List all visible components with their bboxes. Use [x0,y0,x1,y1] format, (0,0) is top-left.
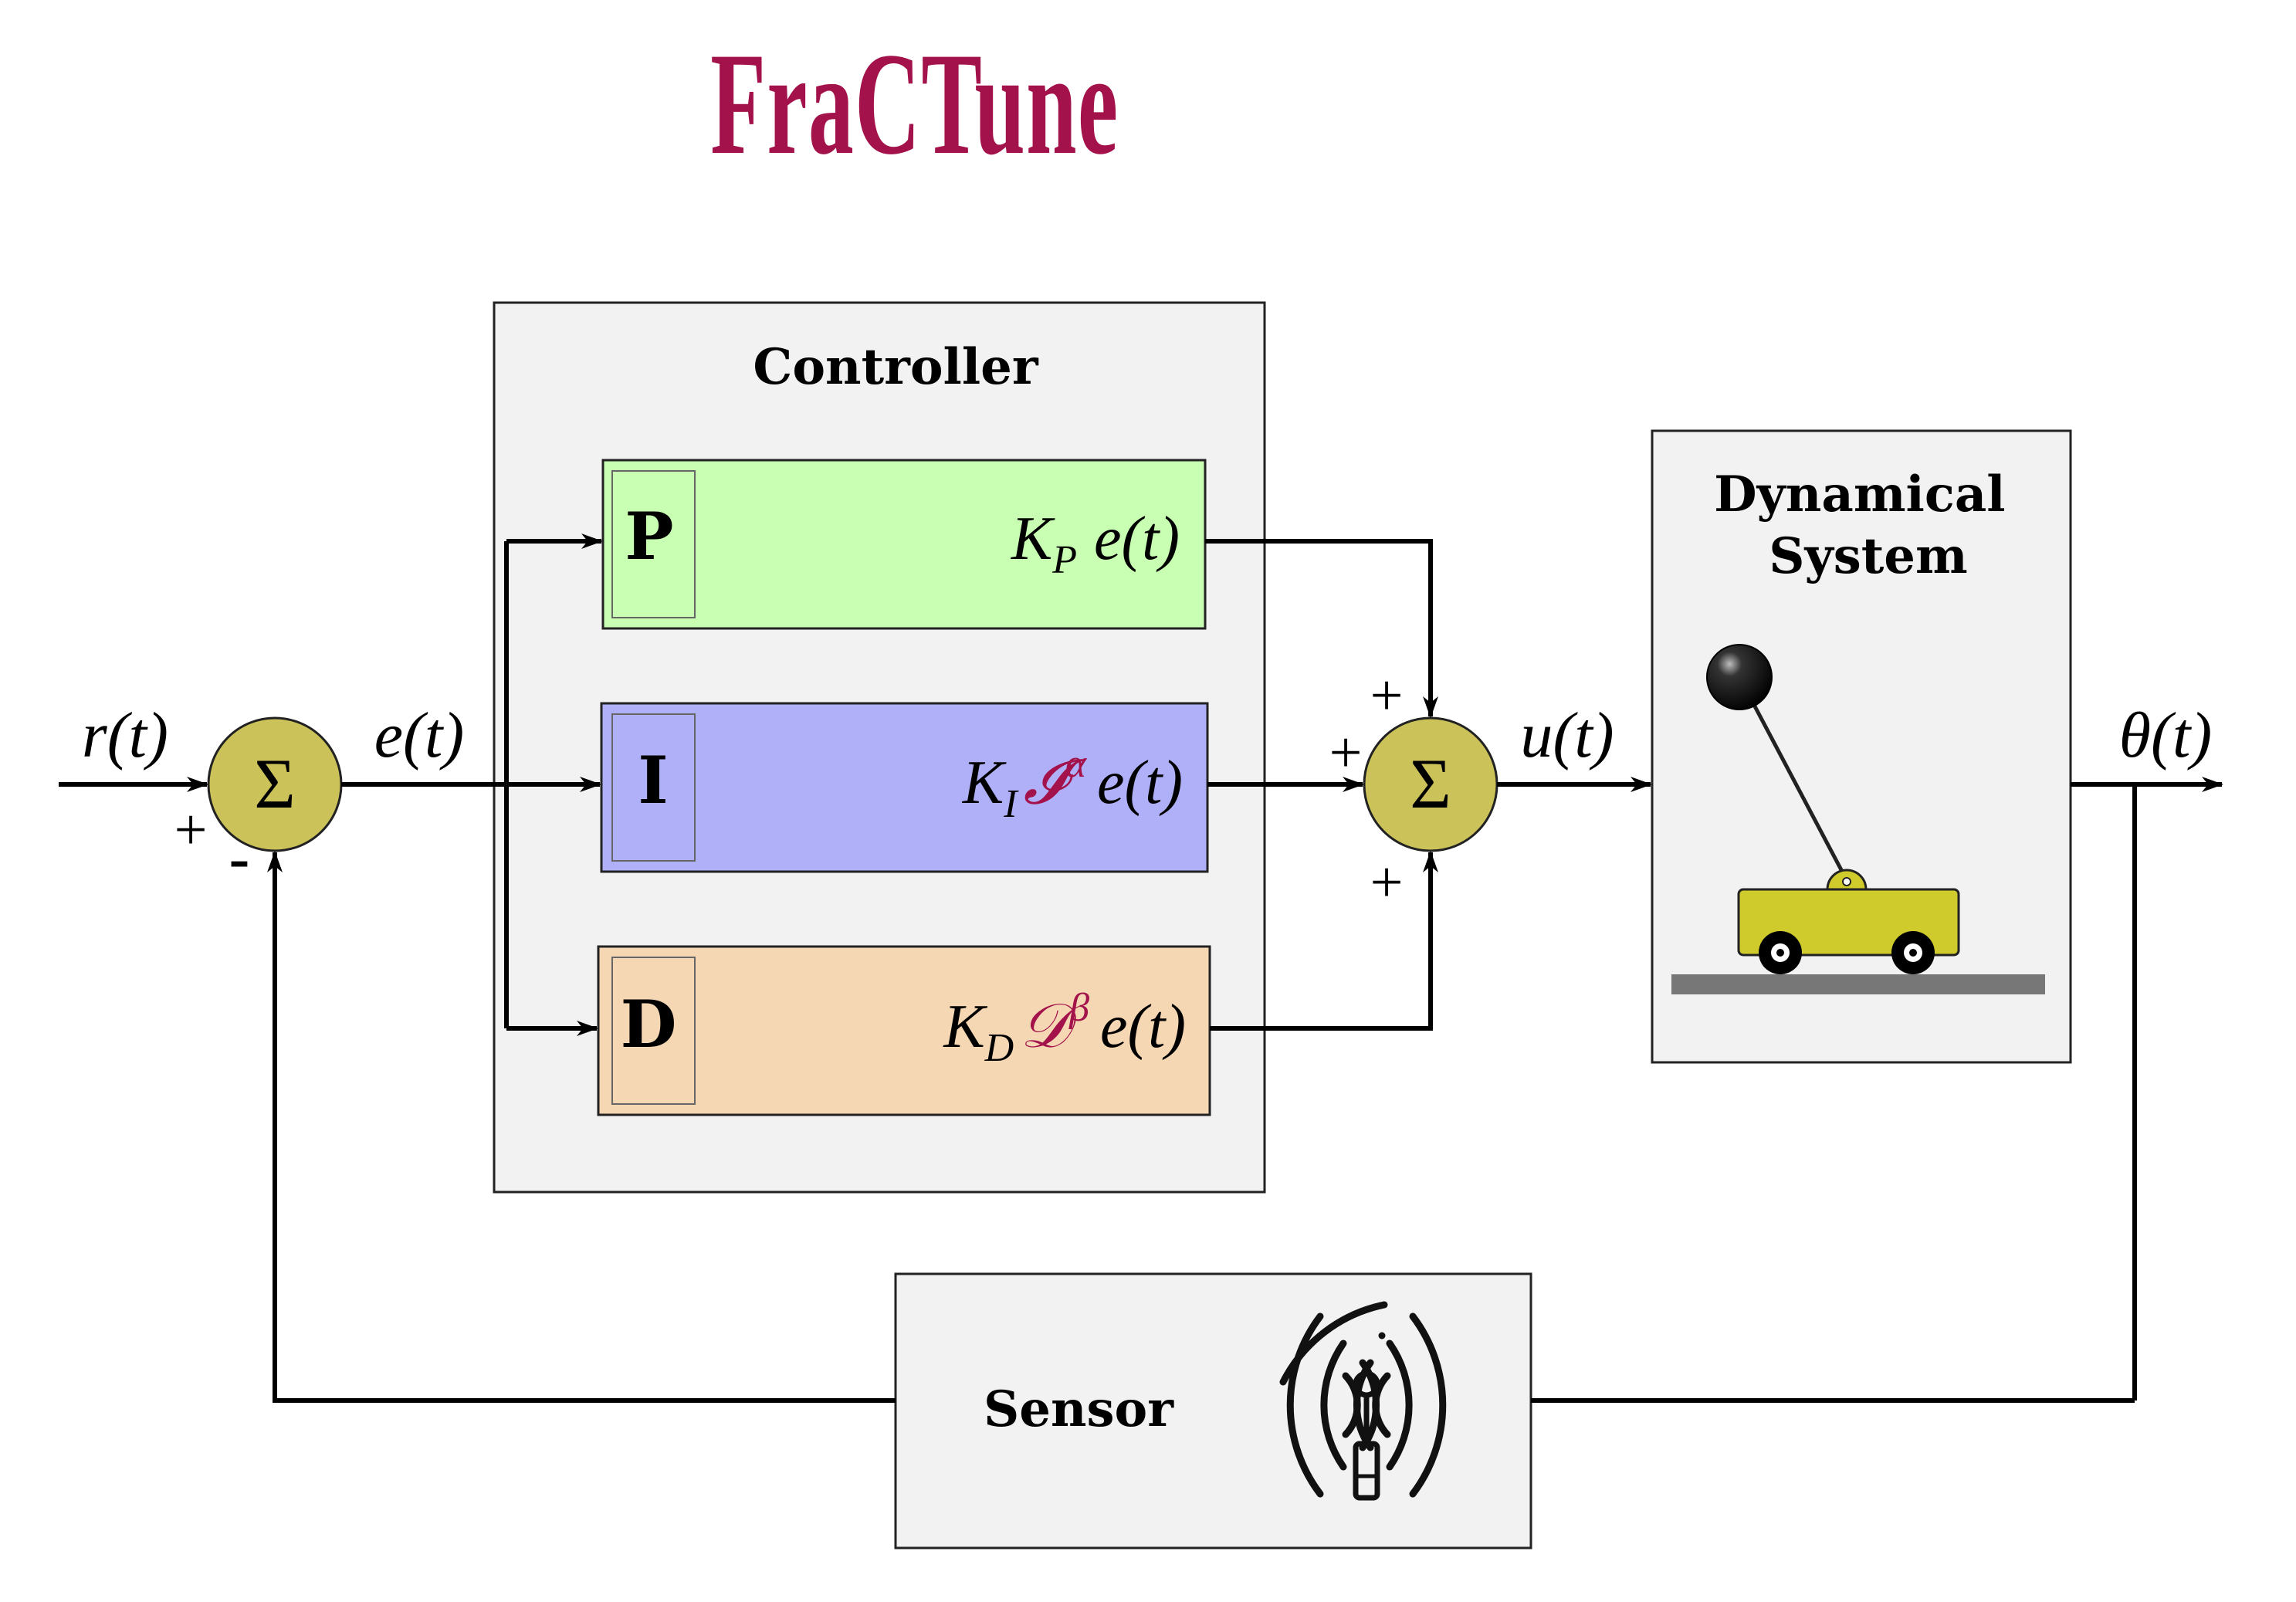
wire-feedback [267,851,896,1403]
sensor-frame [894,1272,1532,1550]
d-block-frame [597,945,1211,1116]
output-summing-junction: Σ + + + [1329,663,1498,915]
error-signal-label: e(t) [374,699,465,771]
signal-wires [59,533,2223,1403]
output-sum-symbol: Σ [1410,744,1451,823]
control-signal-label: u(t) [1520,699,1614,771]
i-block-frame [600,702,1209,873]
p-gain-sub: P [1051,538,1077,582]
sensor-title: Sensor [984,1380,1174,1438]
wire-p-to-sum [1205,539,1438,718]
i-gain-k: K [962,749,1007,817]
output-sign-bottom: + [1370,850,1404,915]
wire-d-to-sum [1210,851,1438,1031]
p-signal: e(t) [1094,505,1180,573]
i-signal: e(t) [1097,749,1183,817]
input-sum-symbol: Σ [254,744,296,823]
input-summing-junction: Σ + - [174,716,343,892]
reference-signal-label: r(t) [82,699,168,771]
input-sign-reference: + [174,798,208,862]
controller-title: Controller [753,338,1038,396]
d-letter: D [621,986,677,1062]
wheel-right [1891,931,1935,974]
sensor-panel: Sensor [894,1272,1532,1550]
output-sign-left: + [1329,720,1363,785]
p-block-frame [601,459,1207,630]
ground [1671,974,2045,994]
p-gain-k: K [1011,505,1055,573]
output-signal-label: θ(t) [2119,699,2213,771]
wheel-left [1759,931,1802,974]
signal-labels: r(t) e(t) u(t) θ(t) [82,699,2212,771]
p-letter-box [611,470,696,618]
system-title-line1: Dynamical [1714,466,2005,523]
i-gain-sub: I [1003,782,1019,826]
logo: FraCTune [0,31,1830,178]
dynamical-system-panel: Dynamical System [1651,429,2072,1064]
pivot [1842,877,1851,886]
p-letter: P [625,498,673,574]
d-letter-box [611,957,696,1105]
logo-text: FraCTune [710,23,1119,185]
pendulum-rod [1737,676,1849,882]
i-operator-order: α [1065,742,1088,786]
output-sign-top: + [1370,663,1404,728]
antenna-signal-icon [1279,1301,1447,1501]
i-letter: I [638,742,668,818]
d-signal: e(t) [1100,993,1186,1061]
cart-pole-icon [1671,644,2045,994]
i-letter-box [611,713,696,862]
d-gain-sub: D [984,1026,1014,1070]
d-gain-k: K [943,993,987,1061]
system-title: Dynamical System [1714,466,2023,585]
d-operator-order: β [1068,986,1089,1030]
system-frame [1651,429,2072,1064]
pendulum-ball [1706,644,1773,710]
system-title-line2: System [1769,527,1967,585]
input-sign-feedback: - [229,825,250,892]
